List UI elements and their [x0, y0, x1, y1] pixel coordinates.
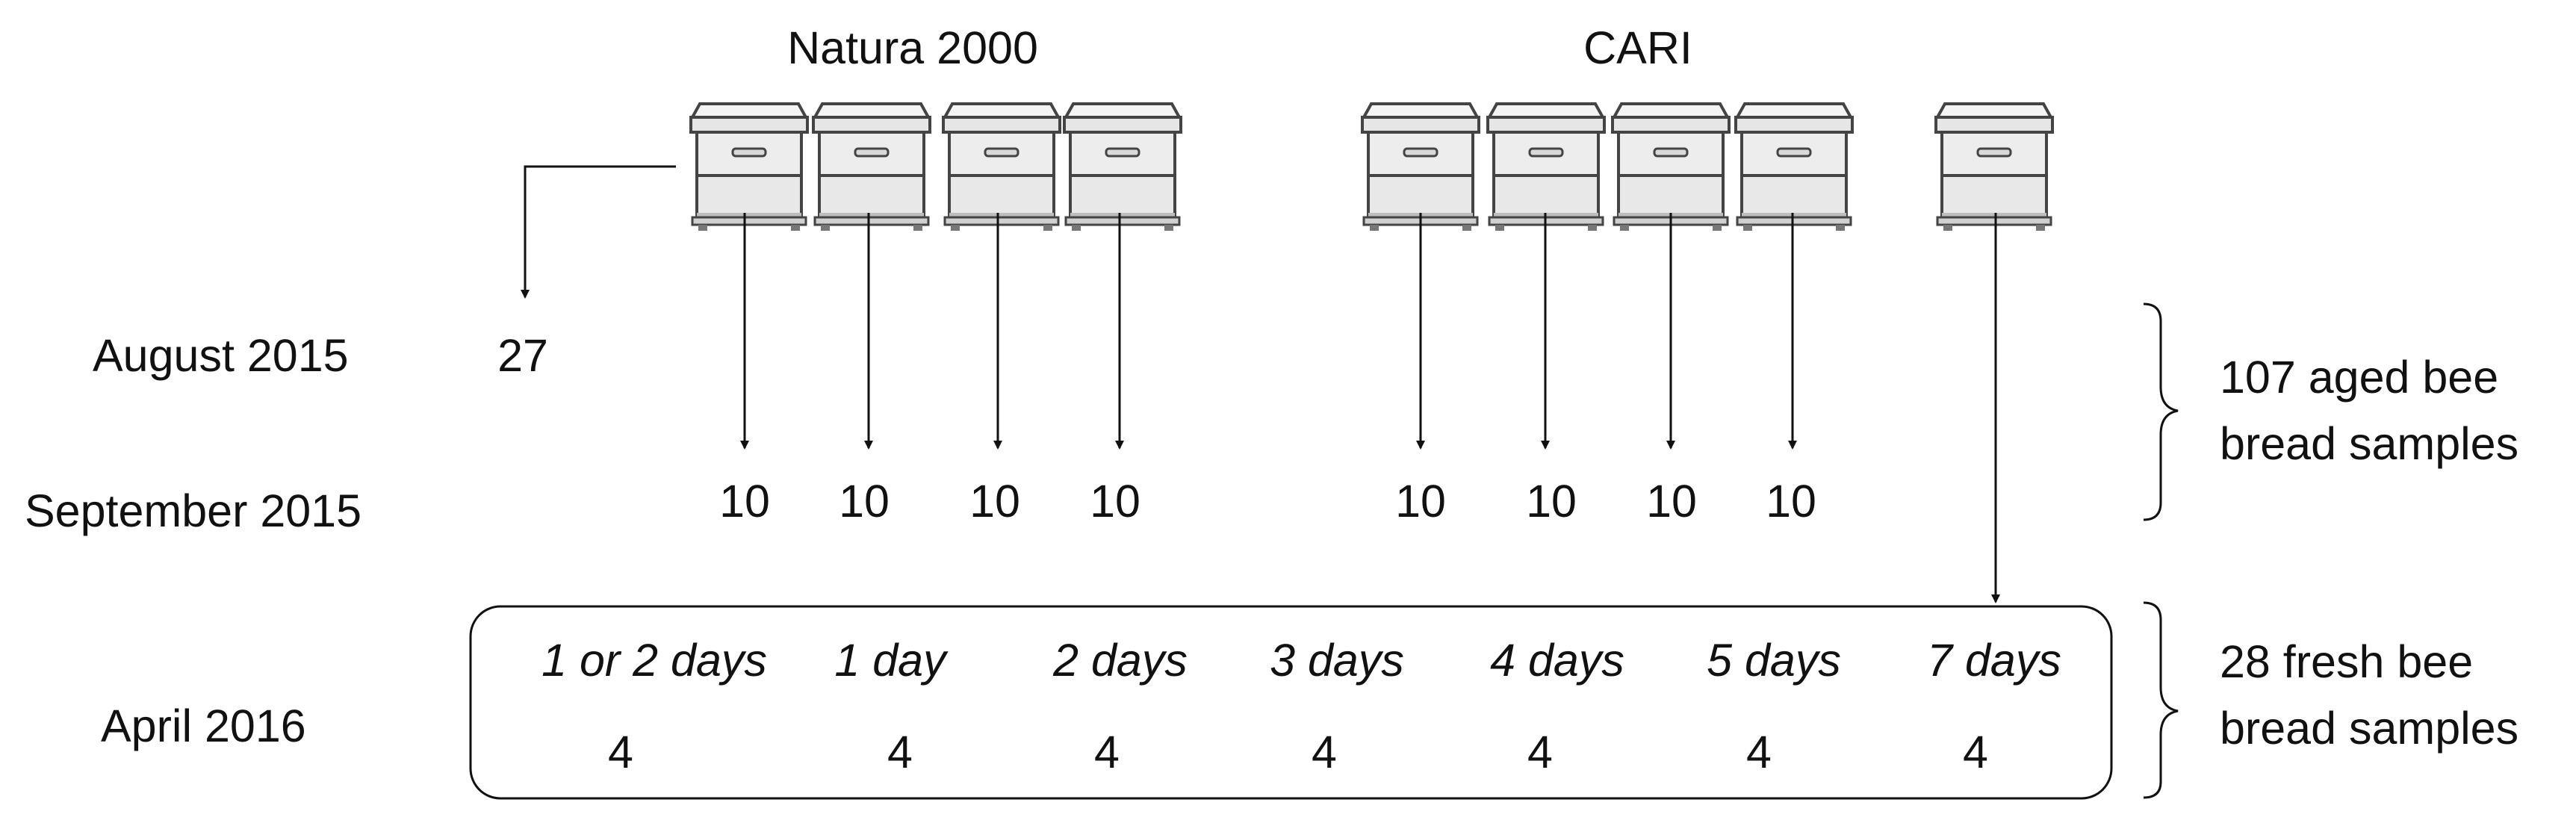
duration-label: 4 days [1490, 635, 1624, 686]
beehive-icon [1486, 102, 1606, 232]
group-title-natura: Natura 2000 [787, 22, 1038, 73]
beehive-icon [1063, 102, 1182, 232]
count-september: 10 [1646, 476, 1697, 527]
count-august: 27 [497, 330, 548, 381]
duration-label: 1 day [834, 635, 949, 686]
beehive-icon [1611, 102, 1731, 232]
fresh-count: 4 [608, 727, 633, 777]
date-label-september: September 2015 [25, 485, 361, 536]
fresh-count: 4 [1963, 727, 1988, 777]
brace-fresh [2143, 601, 2179, 799]
date-label-august: August 2015 [93, 330, 349, 381]
count-september: 10 [969, 476, 1020, 527]
duration-label: 2 days [1052, 635, 1188, 686]
summary-fresh-line1: 28 fresh bee [2220, 636, 2473, 687]
summary-aged-line2: bread samples [2220, 418, 2518, 469]
count-september: 10 [1395, 476, 1446, 527]
fresh-count: 4 [1527, 727, 1553, 777]
duration-label: 1 or 2 days [541, 635, 767, 686]
fresh-count: 4 [1312, 727, 1337, 777]
count-september: 10 [719, 476, 770, 527]
duration-label: 5 days [1707, 635, 1841, 686]
date-label-april: April 2016 [101, 701, 306, 751]
fresh-count: 4 [887, 727, 913, 777]
beehive-icon [942, 102, 1061, 232]
beehive-icon [1934, 102, 2054, 232]
summary-fresh-line2: bread samples [2220, 703, 2518, 754]
elbow-arrow-august [521, 165, 676, 299]
duration-label: 7 days [1927, 635, 2061, 686]
fresh-count: 4 [1746, 727, 1772, 777]
fresh-samples-box [469, 605, 2113, 800]
count-september: 10 [839, 476, 890, 527]
summary-aged-line1: 107 aged bee [2220, 352, 2498, 403]
brace-aged [2143, 302, 2179, 521]
fresh-count: 4 [1094, 727, 1120, 777]
duration-label: 3 days [1270, 635, 1404, 686]
beehive-icon [812, 102, 931, 232]
count-september: 10 [1766, 476, 1816, 527]
beehive-icon [689, 102, 809, 232]
count-september: 10 [1526, 476, 1577, 527]
beehive-icon [1734, 102, 1854, 232]
count-september: 10 [1090, 476, 1140, 527]
group-title-cari: CARI [1583, 22, 1692, 73]
beehive-icon [1361, 102, 1480, 232]
